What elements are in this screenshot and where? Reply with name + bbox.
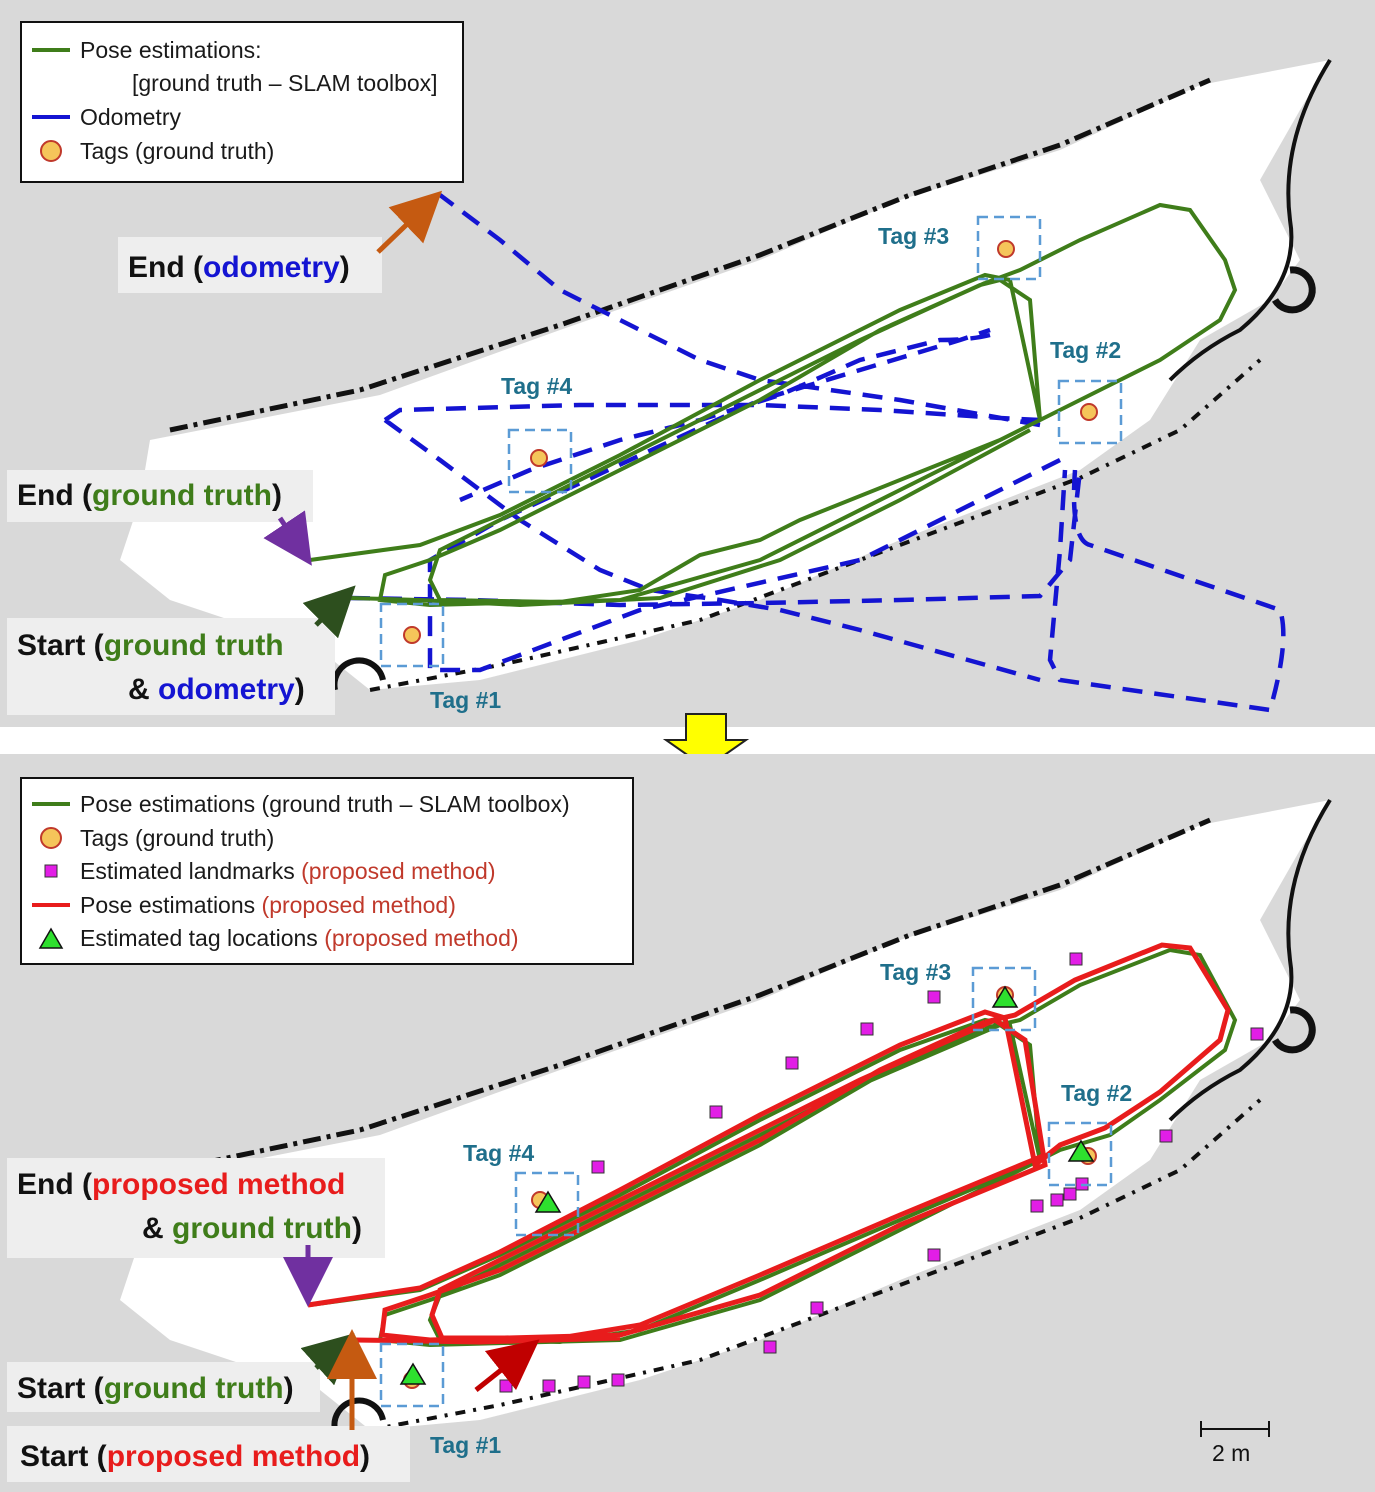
tag-label-3: Tag #3	[878, 223, 949, 249]
tag-estimate-marker	[1067, 1139, 1095, 1162]
tag-box	[1047, 1121, 1113, 1187]
bottom-map-pillar-right	[1271, 1006, 1316, 1054]
tag-box	[379, 1342, 445, 1408]
top-map-pillar-right	[1271, 266, 1316, 314]
end-prop-line2: & ground truth)	[142, 1212, 362, 1245]
end-prop-line1: End (proposed method	[17, 1168, 345, 1201]
top-map-wall-upper	[169, 77, 1211, 433]
top-legend: Pose estimations: [ground truth – SLAM t…	[20, 21, 464, 183]
start-prop-box	[7, 1426, 410, 1482]
tag-box	[971, 966, 1037, 1032]
bottom-tag-label-3: Tag #3	[880, 959, 951, 985]
legend-pose-prop: Pose estimations (proposed method)	[80, 892, 456, 918]
tag-estimate-marker	[991, 985, 1019, 1008]
bottom-tag-label-4: Tag #4	[463, 1140, 534, 1166]
start-red-arrow	[474, 1339, 540, 1392]
bottom-map-wall-upper	[169, 817, 1211, 1173]
legend-tags-gt: Tags (ground truth)	[80, 825, 274, 851]
bottom-map-freespace	[120, 800, 1330, 1430]
tag-marker	[1080, 403, 1098, 421]
tag-label-2: Tag #2	[1050, 337, 1121, 363]
start-prop-label: Start (proposed method)	[20, 1440, 370, 1473]
end-odometry-label: End (odometry)	[128, 251, 350, 284]
tag-box	[379, 602, 445, 668]
legend-tag-est: Estimated tag locations (proposed method…	[80, 925, 519, 951]
tag-box	[976, 215, 1042, 281]
legend-landmarks: Estimated landmarks (proposed method)	[80, 858, 495, 884]
tag-box	[1057, 379, 1123, 445]
proposed-method-path	[307, 942, 1231, 1345]
tag-label-1: Tag #1	[430, 687, 501, 713]
tag-box	[507, 428, 573, 494]
bottom-map-wall-right	[1168, 798, 1332, 1122]
bottom-tag-label-1: Tag #1	[430, 1432, 501, 1458]
start-line2: & odometry)	[128, 673, 305, 706]
legend-pose-line2: [ground truth – SLAM toolbox]	[132, 70, 438, 96]
bottom-legend: Pose estimations (ground truth – SLAM to…	[20, 777, 634, 965]
top-map-pillar-bottom	[331, 657, 386, 691]
bottom-tags-group	[379, 966, 1113, 1408]
start-arrow	[302, 585, 356, 639]
legend-odometry: Odometry	[80, 104, 181, 130]
start-gt-label: Start (ground truth)	[17, 1372, 294, 1405]
tag-marker	[530, 449, 548, 467]
scale-bar-label: 2 m	[1212, 1440, 1250, 1466]
end-prop-box	[7, 1158, 385, 1258]
bottom-tag-label-2: Tag #2	[1061, 1080, 1132, 1106]
scale-bar: 2 m	[1200, 1421, 1270, 1466]
legend-tags: Tags (ground truth)	[80, 138, 274, 164]
landmarks-group	[499, 952, 1264, 1393]
legend-pose-gt: Pose estimations (ground truth – SLAM to…	[80, 791, 570, 817]
end-odometry-box	[118, 237, 382, 293]
tag-estimate-marker	[534, 1190, 562, 1213]
legend-pose-line1: Pose estimations:	[80, 37, 262, 63]
top-map-wall-right	[1168, 58, 1332, 382]
odometry-path	[349, 193, 1286, 713]
start-box	[7, 618, 335, 715]
bottom-panel: Tag #1 Tag #2 Tag #3 Tag #4 Pose estimat…	[0, 754, 1375, 1492]
tag-box	[514, 1171, 580, 1237]
end-gt-box	[7, 470, 313, 522]
tag-estimate-marker	[399, 1362, 427, 1385]
start-line1: Start (ground truth	[17, 629, 284, 662]
end-odometry-arrow	[376, 190, 443, 254]
end-gt-label: End (ground truth)	[17, 479, 282, 512]
top-tags-group	[379, 215, 1123, 668]
end-gt-arrow	[263, 510, 312, 566]
start-gt-box	[7, 1362, 320, 1412]
tag-marker	[403, 626, 421, 644]
tag-label-4: Tag #4	[501, 373, 572, 399]
top-panel: Tag #1 Tag #2 Tag #3 Tag #4 Pose estimat…	[0, 0, 1375, 727]
tag-marker	[997, 240, 1015, 258]
